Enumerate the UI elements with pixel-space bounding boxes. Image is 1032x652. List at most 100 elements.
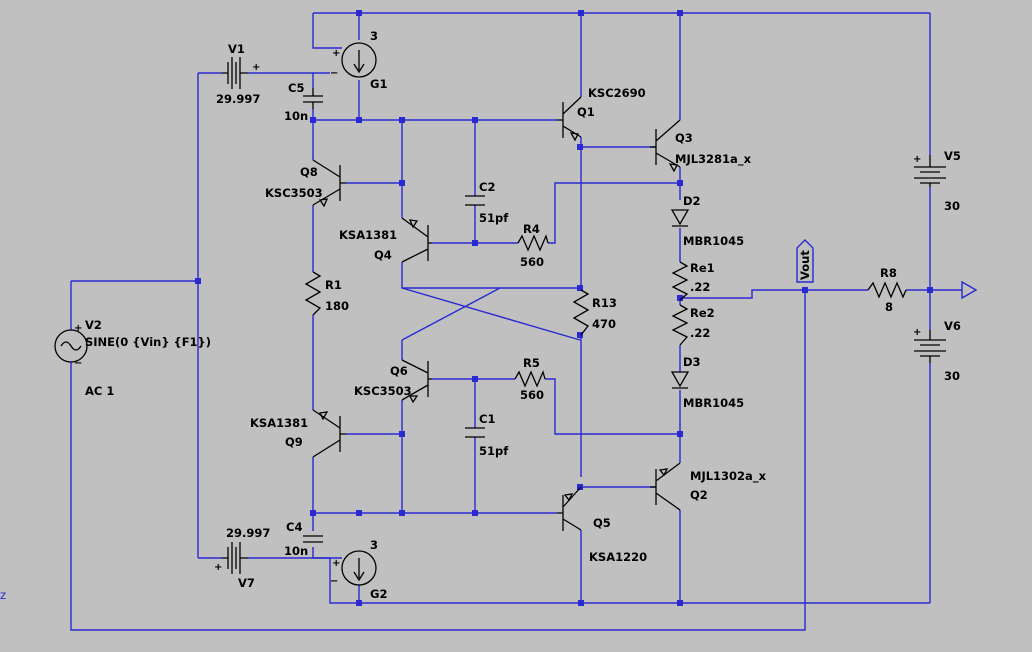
current-source-g2[interactable]: 3 G2 + − [330, 538, 387, 601]
d2-model: MBR1045 [683, 234, 744, 248]
q5-name: Q5 [593, 516, 611, 530]
battery-v5[interactable]: + V5 30 [913, 149, 961, 213]
q3-name: Q3 [675, 131, 693, 145]
capacitor-c5[interactable]: C5 10n [284, 81, 323, 123]
v6-name: V6 [944, 319, 961, 333]
vout-net-label[interactable]: Vout [796, 239, 814, 283]
r1-name: R1 [325, 278, 342, 292]
c2-value: 51pf [479, 211, 509, 225]
ground-symbol [961, 280, 978, 300]
transistor-q9[interactable]: KSA1381 Q9 [250, 409, 346, 458]
g1-value: 3 [370, 29, 378, 43]
svg-text:+: + [214, 562, 222, 573]
resistor-r5[interactable]: R5 560 [514, 356, 546, 402]
v2-ac: AC 1 [85, 384, 114, 398]
wires [70, 12, 962, 631]
g2-value: 3 [370, 538, 378, 552]
v7-name: V7 [238, 576, 255, 590]
c1-name: C1 [479, 412, 495, 426]
q4-model: KSA1381 [339, 228, 397, 242]
q6-name: Q6 [390, 364, 408, 378]
capacitor-c4[interactable]: C4 10n [284, 520, 323, 558]
q9-name: Q9 [285, 435, 303, 449]
q8-model: KSC3503 [265, 186, 323, 200]
svg-text:+: + [74, 323, 82, 334]
battery-v7[interactable]: V7 29.997 + [214, 526, 270, 590]
d2-name: D2 [683, 194, 701, 208]
v2-name: V2 [85, 318, 102, 332]
q1-model: KSC2690 [588, 86, 646, 100]
transistor-q5[interactable]: Q5 KSA1220 [557, 486, 647, 564]
r1-value: 180 [325, 299, 349, 313]
q9-model: KSA1381 [250, 416, 308, 430]
v1-name: V1 [228, 42, 245, 56]
v1-value: 29.997 [216, 92, 260, 106]
svg-text:−: − [74, 358, 82, 369]
q3-model: MJL3281a_x [675, 152, 752, 167]
junctions [195, 10, 933, 606]
d3-model: MBR1045 [683, 396, 744, 410]
transistor-q8[interactable]: Q8 KSC3503 [265, 159, 346, 208]
q2-name: Q2 [690, 488, 708, 502]
v6-value: 30 [944, 369, 960, 383]
edge-label: z [0, 588, 6, 602]
r13-value: 470 [592, 317, 616, 331]
c5-name: C5 [288, 81, 304, 95]
q4-name: Q4 [374, 248, 392, 262]
resistor-r1[interactable]: R1 180 [304, 271, 349, 316]
r5-value: 560 [520, 388, 544, 402]
re2-value: .22 [690, 326, 710, 340]
svg-text:+: + [913, 327, 921, 338]
v2-value: SINE(0 {Vin} {F1}) [85, 335, 211, 349]
c4-value: 10n [284, 544, 308, 558]
current-source-g1[interactable]: 3 G1 + − [330, 29, 387, 91]
capacitor-c2[interactable]: C2 51pf [465, 180, 509, 225]
c5-value: 10n [284, 109, 308, 123]
resistor-re1[interactable]: Re1 .22 [671, 261, 715, 301]
r5-name: R5 [523, 356, 540, 370]
transistor-q2[interactable]: MJL1302a_x Q2 [650, 462, 767, 511]
svg-text:−: − [330, 68, 338, 79]
re2-name: Re2 [690, 306, 715, 320]
r8-name: R8 [880, 266, 897, 280]
resistor-r4[interactable]: R4 560 [517, 222, 549, 269]
v7-value: 29.997 [226, 526, 270, 540]
svg-text:−: − [330, 576, 338, 587]
diode-d2[interactable]: D2 MBR1045 [670, 194, 744, 248]
v5-value: 30 [944, 199, 960, 213]
q8-name: Q8 [300, 165, 318, 179]
re1-value: .22 [690, 280, 710, 294]
resistor-re2[interactable]: Re2 .22 [671, 304, 715, 346]
svg-text:+: + [913, 154, 921, 165]
v5-name: V5 [944, 149, 961, 163]
battery-v1[interactable]: V1 29.997 + [216, 42, 260, 106]
transistor-q3[interactable]: Q3 MJL3281a_x [650, 119, 752, 173]
vout-label: Vout [798, 250, 812, 280]
r8-value: 8 [885, 300, 893, 314]
svg-text:+: + [332, 48, 340, 59]
d3-name: D3 [683, 355, 701, 369]
battery-v6[interactable]: + V6 30 [913, 319, 961, 383]
svg-text:+: + [252, 62, 260, 73]
transistor-q6[interactable]: Q6 KSC3503 [354, 359, 432, 404]
q1-name: Q1 [577, 105, 595, 119]
g1-name: G1 [370, 77, 387, 91]
q6-model: KSC3503 [354, 384, 412, 398]
transistor-q1[interactable]: KSC2690 Q1 [557, 86, 646, 142]
r4-name: R4 [523, 222, 540, 236]
r13-name: R13 [592, 296, 617, 310]
q5-model: KSA1220 [589, 550, 647, 564]
resistor-r13[interactable]: R13 470 [572, 289, 617, 336]
sine-source-v2[interactable]: + − V2 SINE(0 {Vin} {F1}) AC 1 [54, 318, 211, 398]
g2-name: G2 [370, 587, 387, 601]
transistor-q4[interactable]: KSA1381 Q4 [339, 217, 432, 263]
c1-value: 51pf [479, 444, 509, 458]
resistor-r8[interactable]: R8 8 [867, 266, 907, 314]
r4-value: 560 [520, 255, 544, 269]
c2-name: C2 [479, 180, 495, 194]
svg-text:+: + [332, 558, 340, 569]
capacitor-c1[interactable]: C1 51pf [465, 412, 509, 458]
c4-name: C4 [286, 520, 302, 534]
diode-d3[interactable]: D3 MBR1045 [670, 355, 744, 410]
